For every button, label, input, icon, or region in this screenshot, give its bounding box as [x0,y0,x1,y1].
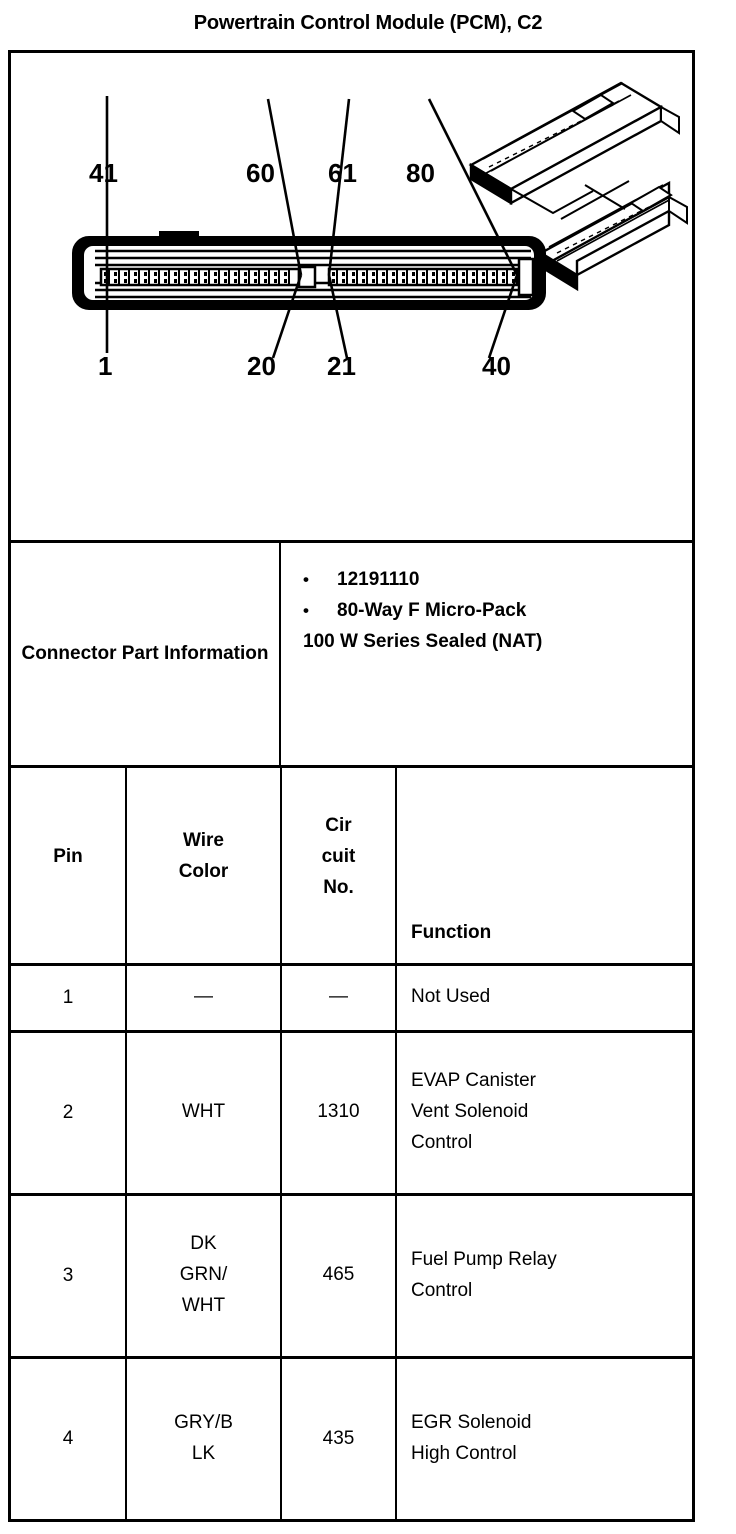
table-row: 3 DK GRN/ WHT 465 Fuel Pump Relay Contro… [11,1194,692,1359]
cell-wire-color: DK GRN/ WHT [126,1194,282,1359]
connector-isometric-view [468,81,688,292]
bullet-icon: • [303,600,309,620]
header-circuit-line-1: Cir [325,815,352,837]
header-function: Function [396,768,692,966]
table-header-row: Pin Wire Color Cir cuit No. Function [11,768,692,966]
cell-circuit-no: 1310 [281,1031,397,1196]
connector-diagram-svg [72,81,688,359]
wire-color-line: WHT [181,1101,226,1123]
function-line: EGR Solenoid [411,1412,532,1434]
page-title: Powertrain Control Module (PCM), C2 [193,12,543,34]
cell-function: Fuel Pump Relay Control [396,1194,692,1359]
cell-function: Not Used [396,964,692,1033]
connector-part-information-label: Connector Part Information [11,543,281,765]
header-wire-line-1: Wire [182,830,224,852]
part-way-count: 80-Way F Micro-Pack [337,599,527,621]
callout-41: 41 [89,158,118,188]
connector-face-view [72,231,546,310]
connector-part-information-body: • 12191110 • 80-Way F Micro-Pack 100 W S… [281,543,692,765]
wire-color-line: GRN/ [179,1264,228,1286]
cell-pin: 4 [11,1357,127,1520]
callout-60: 60 [246,158,275,188]
wire-color-line: WHT [181,1294,226,1316]
cell-wire-color: — [126,964,282,1033]
connector-sheet: 41 60 61 80 1 20 21 40 Connector Part In… [8,50,695,1522]
cell-function: EGR Solenoid High Control [396,1357,692,1520]
pin-table: Pin Wire Color Cir cuit No. Function 1 —… [11,768,692,1520]
callout-20: 20 [247,351,276,381]
part-bullet-item: • 80-Way F Micro-Pack [303,596,692,627]
function-line: Not Used [411,986,491,1008]
function-line: Control [411,1131,473,1153]
part-bullet-item: • 12191110 [303,565,692,596]
cell-circuit-no: 465 [281,1194,397,1359]
wire-color-line: LK [191,1443,216,1465]
function-line: Control [411,1279,473,1301]
header-wire-color: Wire Color [126,768,282,966]
cell-pin: 3 [11,1194,127,1359]
cell-pin: 1 [11,964,127,1033]
wire-color-line: DK [190,1233,217,1255]
wire-color-line: — [194,986,213,1008]
connector-diagram-cell: 41 60 61 80 1 20 21 40 [11,53,692,543]
table-row: 4 GRY/B LK 435 EGR Solenoid High Control [11,1357,692,1520]
header-circuit-line-3: No. [323,876,354,898]
table-row: 2 WHT 1310 EVAP Canister Vent Solenoid C… [11,1031,692,1196]
cell-wire-color: GRY/B LK [126,1357,282,1520]
header-circuit-no: Cir cuit No. [281,768,397,966]
bullet-icon: • [303,570,309,589]
connector-part-information-row: Connector Part Information • 12191110 • … [11,543,692,768]
callout-61: 61 [328,158,357,188]
callout-21: 21 [327,351,356,381]
callout-80: 80 [406,158,435,188]
table-row: 1 — — Not Used [11,964,692,1033]
header-pin: Pin [11,768,127,966]
function-line: High Control [411,1443,517,1465]
part-series-description: 100 W Series Sealed (NAT) [303,630,543,652]
wire-color-line: GRY/B [174,1412,233,1434]
cell-function: EVAP Canister Vent Solenoid Control [396,1031,692,1196]
header-wire-line-2: Color [178,861,229,883]
callout-40: 40 [482,351,511,381]
function-line: EVAP Canister [411,1070,536,1092]
function-line: Fuel Pump Relay [411,1248,557,1270]
cell-circuit-no: 435 [281,1357,397,1520]
part-number: 12191110 [337,569,420,590]
callout-leader-lines [105,96,519,359]
header-circuit-line-2: cuit [321,845,356,867]
cell-wire-color: WHT [126,1031,282,1196]
function-line: Vent Solenoid [411,1101,529,1123]
callout-1: 1 [98,351,113,381]
cell-pin: 2 [11,1031,127,1196]
cell-circuit-no: — [281,964,397,1033]
